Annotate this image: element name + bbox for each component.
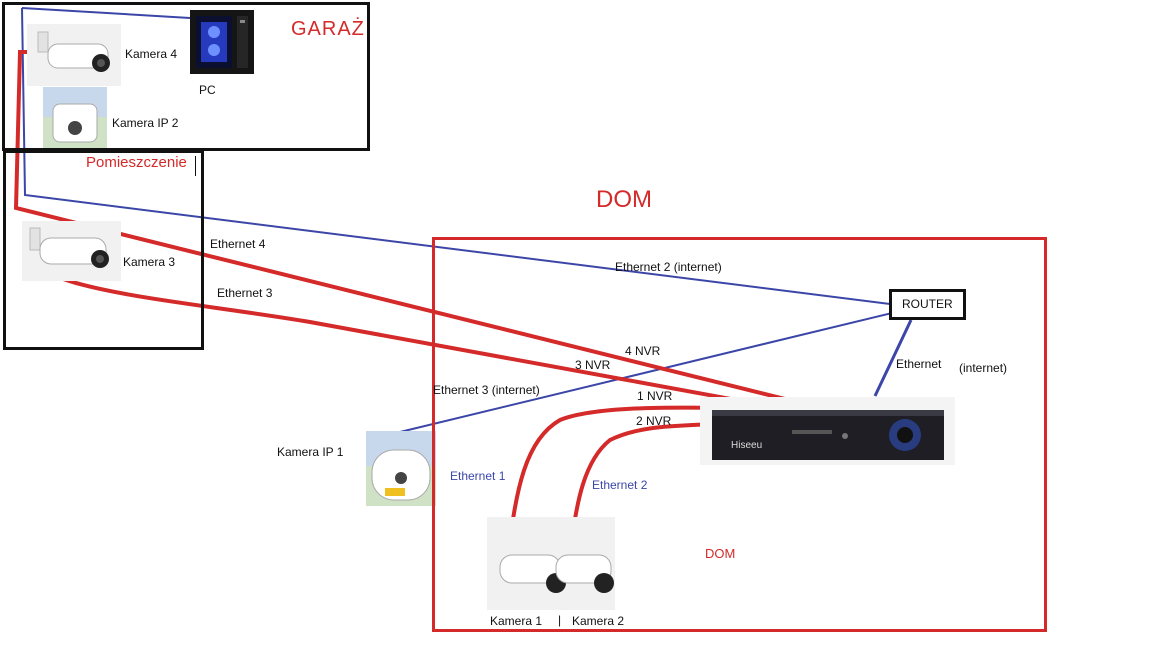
- camera4-icon: [27, 24, 121, 86]
- room-label: Pomieszczenie: [86, 154, 187, 171]
- internet-label: (internet): [959, 361, 1008, 375]
- house-box: [432, 237, 1047, 632]
- ethernet-router-label: Ethernet: [896, 357, 942, 371]
- ethernet2-internet-label: Ethernet 2 (internet): [615, 260, 722, 274]
- ethernet3-internet-label: Ethernet 3 (internet): [433, 383, 540, 397]
- room-label-cursor: [195, 156, 196, 176]
- nvr2-label: 2 NVR: [636, 414, 672, 428]
- pc-label: PC: [199, 83, 216, 97]
- nvr3-label: 3 NVR: [575, 358, 611, 372]
- cable-pc-router: [21, 7, 891, 305]
- house-title: DOM: [596, 186, 652, 213]
- router-label: ROUTER: [902, 297, 953, 311]
- ip-camera2-icon: [43, 87, 107, 149]
- ip-camera1-icon: [366, 431, 436, 506]
- ip-camera1-label: Kamera IP 1: [277, 445, 344, 459]
- ip-camera2-label: Kamera IP 2: [112, 116, 179, 130]
- garage-label: GARAŻ: [291, 18, 365, 40]
- router-box: [889, 289, 966, 320]
- cable-camera2-nvr: [568, 422, 713, 557]
- ethernet2-label: Ethernet 2: [592, 478, 648, 492]
- nvr1-label: 1 NVR: [637, 389, 673, 403]
- cable-camera1-nvr: [506, 405, 736, 557]
- nvr4-label: 4 NVR: [625, 344, 661, 358]
- camera1-label: Kamera 1: [490, 614, 543, 628]
- cameras-1-2-icon: [487, 517, 615, 610]
- ethernet4-label: Ethernet 4: [210, 237, 266, 251]
- camera-separator: |: [558, 613, 562, 627]
- nvr-icon: [700, 397, 955, 465]
- cable-ipcam1-router: [399, 312, 893, 433]
- garage-box: [2, 2, 370, 151]
- nvr-brand-label: Hiseeu: [731, 440, 762, 451]
- pc-icon: [190, 10, 254, 74]
- ethernet3-label: Ethernet 3: [217, 286, 273, 300]
- camera3-label: Kamera 3: [123, 255, 176, 269]
- camera3-icon: [22, 221, 121, 281]
- room-box: [3, 150, 204, 350]
- cable-nvr-router: [873, 319, 913, 397]
- camera4-label: Kamera 4: [125, 47, 178, 61]
- camera2-label: Kamera 2: [572, 614, 625, 628]
- ethernet1-label: Ethernet 1: [450, 469, 506, 483]
- house-inner-label: DOM: [705, 546, 736, 561]
